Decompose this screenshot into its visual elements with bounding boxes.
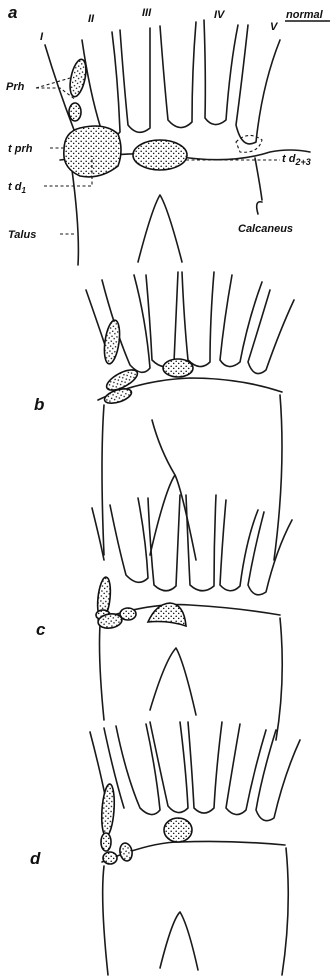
tarsale-prehallucis-label: t prh (8, 143, 33, 155)
talus-label: Talus (8, 229, 36, 241)
panel-letter-d: d (30, 849, 41, 868)
tarsale-distale-2-3-label: t d2+3 (282, 153, 311, 167)
calcaneus-label: Calcaneus (238, 223, 293, 235)
panel-letter-c: c (36, 620, 46, 639)
panel-letter-b: b (34, 395, 44, 414)
panel-letter-a: a (8, 3, 17, 22)
prehallux-bone-middle-d (101, 833, 111, 851)
heel-arch-d (160, 912, 198, 970)
tarsale-prehallucis-bone-c (120, 608, 136, 620)
metatarsals-d (90, 722, 300, 821)
heel-arch-b (150, 475, 196, 560)
toe-numeral-5: V (270, 21, 279, 33)
tarsale-bone-d (164, 818, 192, 842)
prehallux-bone-distal-d (100, 784, 116, 837)
tarsale-prehallucis-bone-d (119, 842, 134, 862)
prehallux-bone-distal-b (102, 319, 122, 365)
talus-line-b (152, 420, 175, 475)
tarsal-base-c (100, 618, 283, 740)
tarsale-distale-1-label: t d1 (8, 181, 26, 195)
toe-numeral-4: IV (214, 9, 226, 21)
tarsale-bone-b (163, 359, 193, 377)
tarsale-distale-2-3-bone-a (133, 140, 187, 170)
prehallux-bone-proximal-a (69, 103, 81, 121)
toe-numeral-1: I (40, 31, 44, 43)
heel-arch-c (150, 648, 196, 715)
panel-a: a normal I II III IV V (6, 3, 330, 265)
toe-numeral-2: II (88, 13, 95, 25)
tarsale-prehallucis-bone-a (64, 126, 121, 177)
panel-d: d (30, 722, 300, 975)
condition-label: normal (286, 9, 324, 21)
prehallux-bone-proximal-d (103, 852, 117, 864)
metatarsals-c (92, 495, 292, 595)
tarsal-base-b (102, 395, 282, 560)
heel-arch-a (138, 195, 182, 262)
prehallux-bone-distal-a (67, 58, 89, 98)
talus-outline-a (72, 170, 78, 265)
panel-c: c (36, 495, 292, 740)
prehallux-label: Prh (6, 81, 25, 93)
calcaneus-outline-a (255, 158, 262, 200)
toe-numeral-3: III (142, 7, 152, 19)
